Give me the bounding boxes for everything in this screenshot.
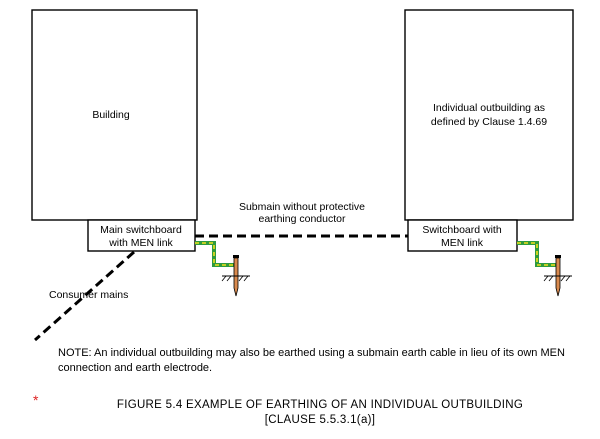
- consumer-mains-line: [34, 250, 135, 342]
- outbuilding-earth-electrode: [555, 257, 561, 297]
- submain-label-line1: Submain without protective: [239, 201, 365, 213]
- main-earth-conductor-stripe: [195, 242, 236, 266]
- amendment-marker: *: [33, 392, 39, 408]
- consumer-mains-label: Consumer mains: [49, 289, 128, 301]
- building-label: Building: [92, 109, 130, 121]
- outbuilding-label-line1: Individual outbuilding as: [433, 102, 545, 114]
- outbuilding-earth-electrode-group: [517, 241, 572, 297]
- note-text: NOTE: An individual outbuilding may also…: [58, 347, 565, 374]
- main-electrode-clamp: [233, 255, 239, 258]
- main-earth-electrode: [233, 257, 239, 297]
- switchboard-label-line1: Switchboard with: [422, 224, 502, 236]
- main-earth-conductor: [195, 241, 236, 267]
- switchboard-label-line2: MEN link: [441, 237, 484, 249]
- submain-label-line2: earthing conductor: [259, 213, 346, 225]
- outbuilding-electrode-clamp: [555, 255, 561, 258]
- outbuilding-earth-conductor-stripe: [517, 242, 558, 266]
- outbuilding-box: [404, 9, 574, 221]
- outbuilding-switchboard-box: [407, 219, 518, 252]
- main-switchboard-label-line2: with MEN link: [108, 237, 173, 249]
- main-switchboard-label-line1: Main switchboard: [100, 224, 182, 236]
- figure-caption: FIGURE 5.4 EXAMPLE OF EARTHING OF AN IND…: [60, 398, 580, 428]
- figure-caption-line2: [CLAUSE 5.5.3.1(a)]: [264, 414, 376, 426]
- figure-caption-line1: FIGURE 5.4 EXAMPLE OF EARTHING OF AN IND…: [116, 399, 524, 411]
- outbuilding-label-line2: defined by Clause 1.4.69: [431, 116, 547, 128]
- main-earth-electrode-group: [195, 241, 250, 297]
